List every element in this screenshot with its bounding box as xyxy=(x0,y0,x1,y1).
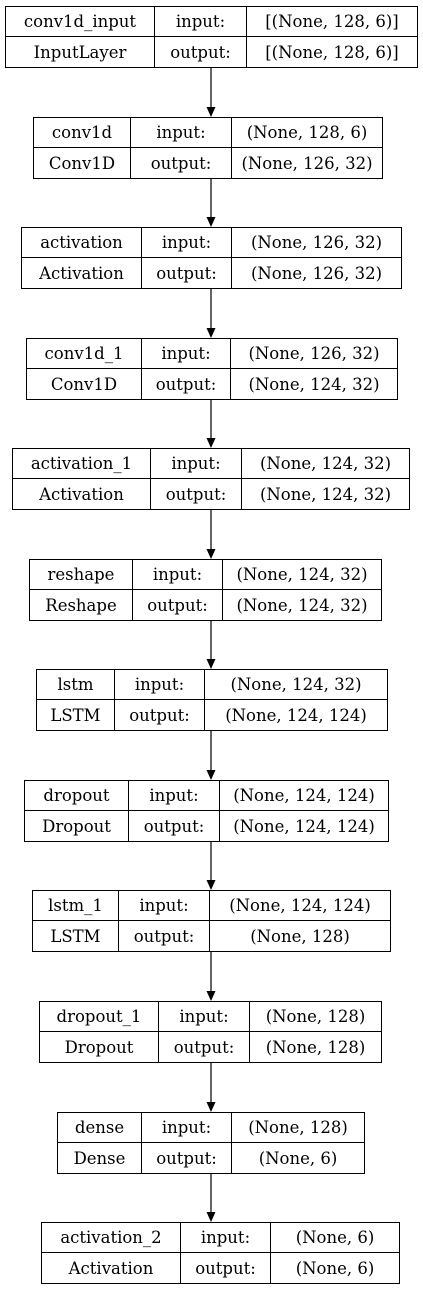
input-shape: (None, 126, 32) xyxy=(231,339,397,369)
layer-type: Conv1D xyxy=(34,148,131,178)
input-label: input: xyxy=(133,560,223,590)
arrowhead-icon xyxy=(206,880,216,890)
layer-type: Dropout xyxy=(25,811,129,841)
layer-name: activation_2 xyxy=(42,1223,181,1253)
layer-name: lstm xyxy=(37,670,115,700)
arrowhead-icon xyxy=(206,770,216,780)
input-shape: [(None, 128, 6)] xyxy=(247,7,417,37)
arrowhead-icon xyxy=(206,328,216,338)
layer-type: Conv1D xyxy=(27,369,142,399)
input-shape: (None, 6) xyxy=(271,1223,399,1253)
input-label: input: xyxy=(142,1113,232,1143)
layer-type: Activation xyxy=(13,479,151,509)
arrowhead-icon xyxy=(206,217,216,227)
output-shape: (None, 126, 32) xyxy=(241,153,373,173)
output-label: output: xyxy=(129,811,220,841)
input-label: input: xyxy=(142,339,231,369)
arrowhead-icon xyxy=(206,991,216,1001)
input-shape: (None, 126, 32) xyxy=(232,228,401,258)
output-label: output: xyxy=(115,700,205,730)
layer-type: Dense xyxy=(58,1143,142,1173)
output-label: output: xyxy=(142,258,232,288)
output-label: output: xyxy=(133,590,223,620)
input-label: input: xyxy=(181,1223,271,1253)
layer-type: Activation xyxy=(22,258,142,288)
output-shape: (None, 128) xyxy=(250,926,350,946)
layer-name: dropout xyxy=(25,781,129,811)
layer-type: Reshape xyxy=(30,590,133,620)
input-shape: (None, 124, 124) xyxy=(220,781,388,811)
arrowhead-icon xyxy=(206,1212,216,1222)
input-label: input: xyxy=(159,1002,250,1032)
output-shape: (None, 124, 124) xyxy=(233,816,375,836)
input-shape: (None, 124, 124) xyxy=(210,891,390,921)
arrowhead-icon xyxy=(206,549,216,559)
input-label: input: xyxy=(115,670,205,700)
layer-name: reshape xyxy=(30,560,133,590)
arrowhead-icon xyxy=(206,107,216,117)
input-label: input: xyxy=(142,228,232,258)
output-label: output: xyxy=(142,1143,232,1173)
output-label: output: xyxy=(119,921,210,951)
layer-type: Dropout xyxy=(40,1032,159,1062)
output-shape: (None, 126, 32) xyxy=(250,263,383,283)
layer-type: LSTM xyxy=(37,700,115,730)
input-label: input: xyxy=(119,891,210,921)
output-shape: (None, 124, 32) xyxy=(259,484,392,504)
layer-type: LSTM xyxy=(33,921,119,951)
input-shape: (None, 128) xyxy=(232,1113,364,1143)
layer-name: dropout_1 xyxy=(40,1002,159,1032)
layer-name: conv1d_input xyxy=(6,7,155,37)
output-label: output: xyxy=(142,369,231,399)
input-shape: (None, 124, 32) xyxy=(242,449,409,479)
input-label: input: xyxy=(129,781,220,811)
output-label: output: xyxy=(155,37,247,67)
layer-name: activation_1 xyxy=(13,449,151,479)
input-shape: (None, 128, 6) xyxy=(232,118,382,148)
output-shape: (None, 124, 124) xyxy=(225,705,367,725)
arrowhead-icon xyxy=(206,1102,216,1112)
input-shape: (None, 128) xyxy=(250,1002,381,1032)
output-label: output: xyxy=(151,479,242,509)
output-label: output: xyxy=(181,1253,271,1283)
output-label: output: xyxy=(159,1032,250,1062)
output-shape: (None, 124, 32) xyxy=(248,374,380,394)
arrowhead-icon xyxy=(206,438,216,448)
layer-name: dense xyxy=(58,1113,142,1143)
layer-name: conv1d_1 xyxy=(27,339,142,369)
layer-name: activation xyxy=(22,228,142,258)
input-shape: (None, 124, 32) xyxy=(205,670,387,700)
output-shape: (None, 6) xyxy=(258,1148,338,1168)
layer-type: InputLayer xyxy=(6,37,155,67)
output-shape: (None, 124, 32) xyxy=(236,595,368,615)
arrowhead-icon xyxy=(206,659,216,669)
layer-type: Activation xyxy=(42,1253,181,1283)
layer-name: conv1d xyxy=(34,118,131,148)
layer-name: lstm_1 xyxy=(33,891,119,921)
input-label: input: xyxy=(155,7,247,37)
output-label: output: xyxy=(131,148,232,178)
input-label: input: xyxy=(131,118,232,148)
output-shape: (None, 128) xyxy=(265,1037,366,1057)
output-shape: [(None, 128, 6)] xyxy=(265,42,399,62)
output-shape: (None, 6) xyxy=(295,1258,375,1278)
input-shape: (None, 124, 32) xyxy=(223,560,381,590)
input-label: input: xyxy=(151,449,242,479)
